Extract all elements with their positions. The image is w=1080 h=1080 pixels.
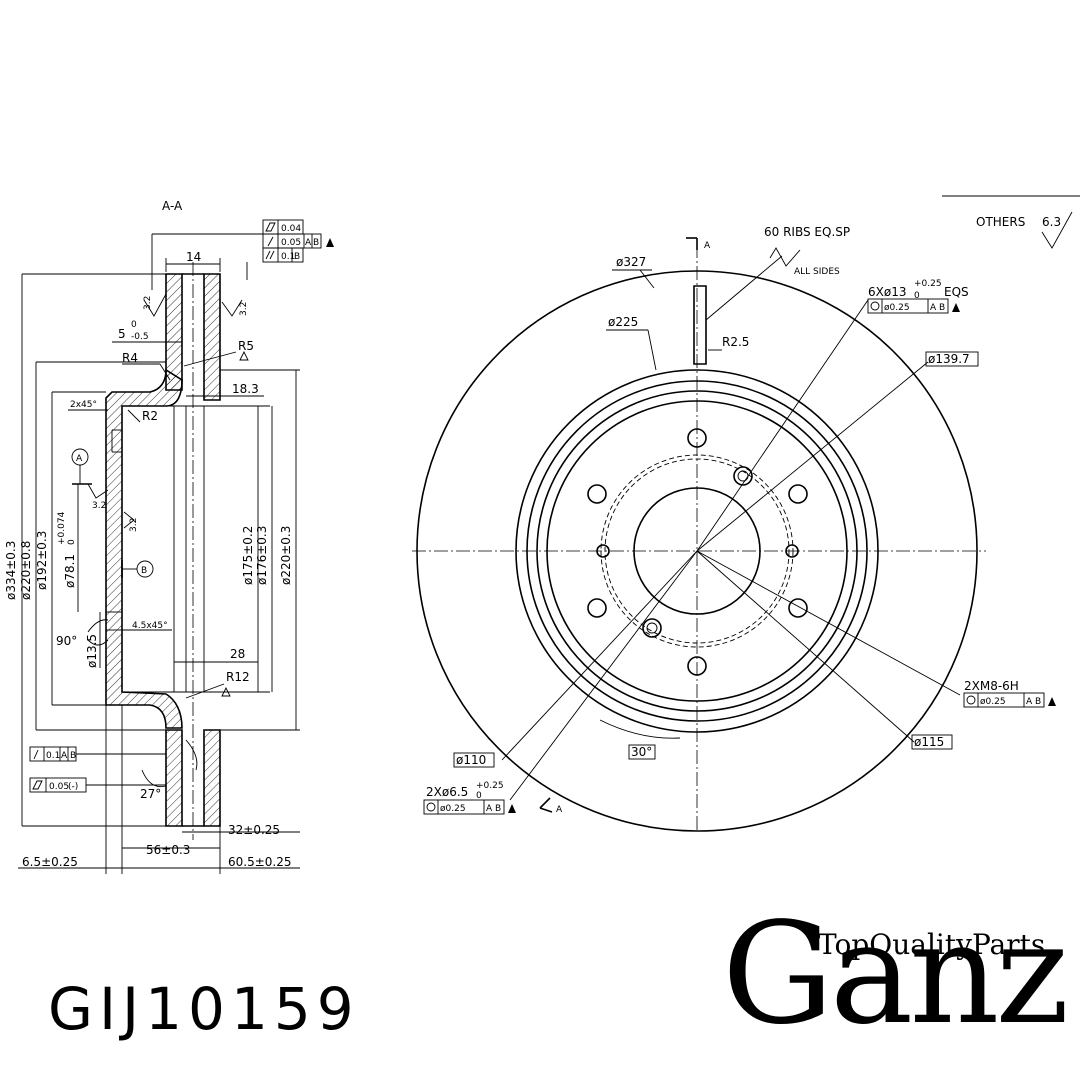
pos-tol-6-holes: ø0.25 bbox=[884, 303, 910, 313]
dim-60-5: 60.5±0.25 bbox=[228, 855, 292, 869]
bolt-hole-6 bbox=[587, 484, 607, 504]
label-d225: ø225 bbox=[608, 315, 638, 329]
dim-d78-1: ø78.1 bbox=[63, 554, 77, 588]
label-d327: ø327 bbox=[616, 255, 646, 269]
tol-bottom-flatness: 0.05 bbox=[49, 782, 69, 792]
section-marker-top: A bbox=[704, 241, 711, 251]
section-view: A-A 0.04 0.05 A B 0.1 B bbox=[4, 199, 334, 874]
dim-offset-tol-lower: -0.5 bbox=[131, 332, 149, 342]
pos-tol-thread: ø0.25 bbox=[980, 697, 1006, 707]
bolt-hole-5 bbox=[587, 598, 607, 618]
section-label: A-A bbox=[162, 199, 183, 213]
tol-bottom-runout-ref: A B bbox=[61, 751, 76, 761]
part-number: GIJ10159 bbox=[48, 975, 360, 1043]
bolt-hole-2 bbox=[788, 484, 808, 504]
outer-diameter-circle bbox=[416, 270, 978, 832]
rough-hub-b: 3.2 bbox=[129, 518, 139, 532]
cooling-rib bbox=[693, 285, 707, 365]
tol-flatness-value: 0.04 bbox=[281, 224, 301, 234]
dim-32: 32±0.25 bbox=[228, 823, 280, 837]
roughness-others-label: OTHERS bbox=[976, 215, 1025, 229]
label-2-holes-tol-upper: +0.25 bbox=[476, 781, 504, 791]
front-view: OTHERS 6.3 A A bbox=[412, 195, 1080, 832]
dim-width-14: 14 bbox=[186, 250, 201, 264]
dim-d334: ø334±0.3 bbox=[4, 541, 18, 600]
label-thread: 2XM8-6H bbox=[964, 679, 1019, 693]
bolt-hole-4 bbox=[687, 656, 707, 676]
label-6-holes-tol-lower: 0 bbox=[914, 291, 920, 301]
brand-tagline: TopQualityParts bbox=[818, 928, 1046, 961]
label-2-holes: 2Xø6.5 bbox=[426, 785, 468, 799]
rough-left-top: 3.2 bbox=[143, 296, 153, 310]
bolt-hole-1 bbox=[687, 428, 707, 448]
label-d115: ø115 bbox=[914, 735, 944, 749]
center-bore-circle bbox=[633, 487, 761, 615]
dim-offset: 5 bbox=[118, 327, 126, 341]
rough-right-top: 3.2 bbox=[239, 302, 249, 316]
label-6-holes-tol-upper: +0.25 bbox=[914, 279, 942, 289]
dim-angle-90: 90° bbox=[56, 634, 77, 648]
label-ribs: 60 RIBS EQ.SP bbox=[764, 225, 850, 239]
dim-radius-r12: R12 bbox=[226, 670, 250, 684]
section-marker-bottom: A bbox=[556, 805, 563, 815]
dim-offset-tol-upper: 0 bbox=[131, 320, 137, 330]
dim-56: 56±0.3 bbox=[146, 843, 190, 857]
dim-d192: ø192±0.3 bbox=[35, 531, 49, 590]
dim-chamfer-bottom: 4.5x45° bbox=[132, 621, 168, 631]
pos-ref-2-holes: A B bbox=[486, 804, 501, 814]
datum-a: A bbox=[76, 454, 83, 464]
label-2-holes-tol-lower: 0 bbox=[476, 791, 482, 801]
tolerance-frames: 0.04 0.05 A B 0.1 B bbox=[151, 219, 334, 290]
dim-angle-27: 27° bbox=[140, 787, 161, 801]
rough-hub-a: 3.2 bbox=[92, 501, 106, 511]
roughness-others-value: 6.3 bbox=[1042, 215, 1061, 229]
label-d110: ø110 bbox=[456, 753, 486, 767]
dim-6-5: 6.5±0.25 bbox=[22, 855, 78, 869]
tol-runout-ref-b: B bbox=[313, 238, 319, 248]
tol-parallel-value: 0.1 bbox=[281, 252, 295, 262]
dim-d220a: ø220±0.8 bbox=[19, 541, 33, 600]
dim-d13-5: ø13.5 bbox=[85, 634, 99, 668]
brand-logo: Ganz bbox=[722, 893, 1069, 1056]
label-eqs: EQS bbox=[944, 285, 969, 299]
tol-runout-value: 0.05 bbox=[281, 238, 301, 248]
label-all-sides: ALL SIDES bbox=[794, 267, 840, 277]
dim-d78-1-tol-lower: 0 bbox=[67, 539, 77, 545]
dim-18-3: 18.3 bbox=[232, 382, 259, 396]
dim-radius-r4: R4 bbox=[122, 351, 138, 365]
bolt-hole-3 bbox=[788, 598, 808, 618]
dim-d78-1-tol-upper: +0.074 bbox=[57, 511, 67, 545]
pos-ref-6-holes: A B bbox=[930, 303, 945, 313]
dim-d220b: ø220±0.3 bbox=[279, 526, 293, 585]
label-angle-30: 30° bbox=[631, 745, 652, 759]
label-r2-5: R2.5 bbox=[722, 335, 749, 349]
tol-bottom-runout: 0.1 bbox=[46, 751, 60, 761]
dim-28: 28 bbox=[230, 647, 245, 661]
pos-tol-2-holes: ø0.25 bbox=[440, 804, 466, 814]
pos-ref-thread: A B bbox=[1026, 697, 1041, 707]
dim-d175: ø175±0.2 bbox=[241, 526, 255, 585]
datum-b: B bbox=[141, 566, 147, 576]
tol-parallel-ref: B bbox=[294, 252, 300, 262]
label-6-holes: 6Xø13 bbox=[868, 285, 906, 299]
tol-runout-ref-a: A bbox=[305, 238, 312, 248]
dim-radius-r5: R5 bbox=[238, 339, 254, 353]
dim-radius-r2: R2 bbox=[142, 409, 158, 423]
dim-d176: ø176±0.3 bbox=[255, 526, 269, 585]
dim-chamfer-top: 2x45° bbox=[70, 400, 97, 410]
tol-bottom-flatness-ref: (-) bbox=[68, 782, 78, 792]
label-d139-7: ø139.7 bbox=[928, 352, 970, 366]
